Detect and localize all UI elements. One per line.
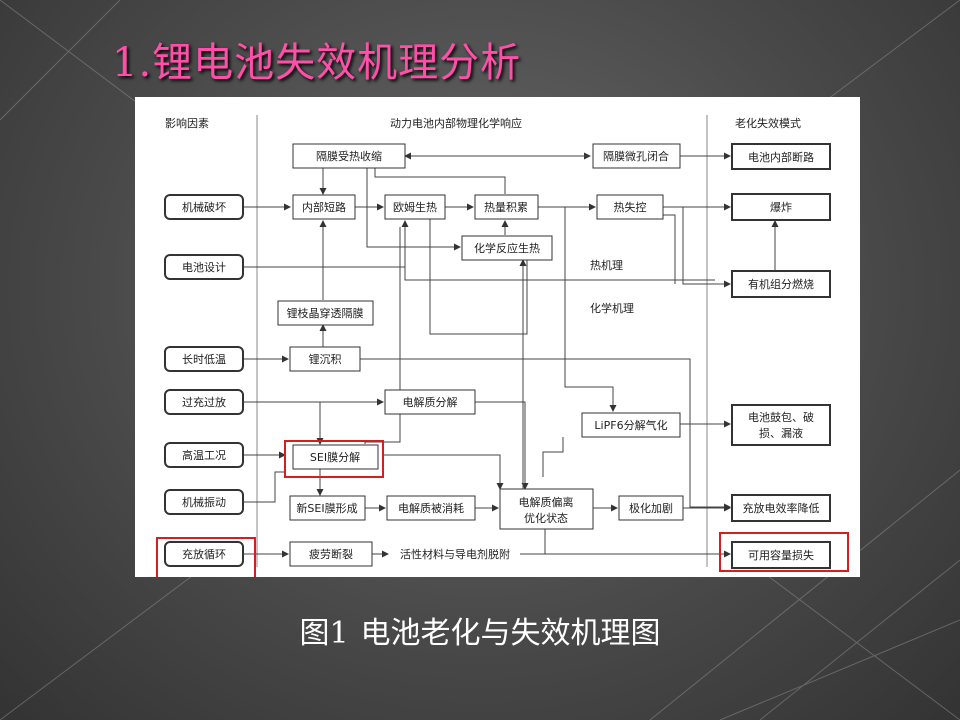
node-dendrite: 锂枝晶穿透隔膜 — [277, 300, 374, 326]
svg-text:可用容量损失: 可用容量损失 — [748, 548, 814, 562]
svg-text:热量积累: 热量积累 — [484, 201, 528, 214]
mode-explosion: 爆炸 — [731, 193, 831, 221]
factor-low-temp: 长时低温 — [164, 346, 244, 372]
mode-efficiency: 充放电效率降低 — [731, 494, 831, 522]
svg-text:锂沉积: 锂沉积 — [309, 352, 342, 366]
region-chemical: 化学机理 — [590, 301, 634, 315]
node-lipf6: LiPF6分解气化 — [581, 412, 681, 438]
factor-cycling: 充放循环 — [164, 541, 244, 567]
svg-text:电池内部断路: 电池内部断路 — [748, 150, 814, 164]
svg-text:有机组分燃烧: 有机组分燃烧 — [748, 277, 814, 291]
node-ohm: 欧姆生热 — [384, 194, 446, 220]
svg-text:隔膜微孔闭合: 隔膜微孔闭合 — [603, 149, 669, 163]
svg-text:化学反应生热: 化学反应生热 — [474, 241, 540, 255]
svg-text:机械振动: 机械振动 — [182, 495, 226, 509]
svg-text:机械破坏: 机械破坏 — [182, 200, 226, 214]
figure-caption: 图1 电池老化与失效机理图 — [0, 608, 960, 652]
failure-mechanism-diagram: 影响因素 动力电池内部物理化学响应 老化失效模式 热机理 化学机理 — [135, 97, 860, 577]
factor-mech-damage: 机械破坏 — [164, 194, 244, 220]
svg-text:电池设计: 电池设计 — [182, 261, 226, 274]
caption-text: 电池老化与失效机理图 — [360, 616, 661, 651]
svg-text:高温工况: 高温工况 — [182, 448, 226, 462]
node-sei-decomp: SEI膜分解 — [292, 444, 379, 470]
region-thermal: 热机理 — [590, 258, 623, 272]
node-sep-close: 隔膜微孔闭合 — [592, 143, 681, 169]
svg-text:LiPF6分解气化: LiPF6分解气化 — [594, 418, 667, 432]
node-elec-decomp: 电解质分解 — [384, 389, 476, 415]
svg-text:内部短路: 内部短路 — [302, 200, 346, 214]
highlight-sei — [284, 440, 384, 478]
highlight-capacity — [719, 532, 849, 572]
node-li-plating: 锂沉积 — [289, 346, 361, 372]
svg-text:优化状态: 优化状态 — [524, 511, 568, 525]
factor-overcharge: 过充过放 — [164, 389, 244, 415]
svg-text:隔膜受热收缩: 隔膜受热收缩 — [316, 149, 382, 163]
node-fatigue: 疲劳断裂 — [289, 541, 373, 567]
svg-text:电解质被消耗: 电解质被消耗 — [398, 501, 464, 515]
svg-text:SEI膜分解: SEI膜分解 — [310, 450, 360, 464]
factor-design: 电池设计 — [164, 254, 244, 280]
node-heat-acc: 热量积累 — [474, 194, 539, 220]
svg-text:过充过放: 过充过放 — [182, 395, 226, 409]
factor-high-temp: 高温工况 — [164, 442, 244, 468]
svg-text:活性材料与导电剂脱附: 活性材料与导电剂脱附 — [400, 547, 510, 561]
header-factors: 影响因素 — [165, 117, 209, 130]
svg-text:新SEI膜形成: 新SEI膜形成 — [296, 501, 357, 515]
svg-text:长时低温: 长时低温 — [182, 353, 226, 366]
svg-text:电解质分解: 电解质分解 — [403, 395, 458, 409]
node-chem-heat: 化学反应生热 — [461, 235, 553, 261]
caption-number: 图1 — [299, 616, 349, 651]
node-short: 内部短路 — [292, 194, 356, 220]
slide-title: 1.锂电池失效机理分析 — [112, 40, 522, 86]
svg-text:热失控: 热失控 — [614, 200, 647, 214]
svg-text:欧姆生热: 欧姆生热 — [393, 200, 437, 214]
svg-text:充放循环: 充放循环 — [182, 547, 226, 561]
node-runaway: 热失控 — [596, 194, 664, 220]
node-elec-consume: 电解质被消耗 — [386, 495, 476, 521]
highlight-cycling — [156, 537, 256, 577]
svg-text:疲劳断裂: 疲劳断裂 — [309, 547, 353, 561]
svg-text:电池鼓包、破: 电池鼓包、破 — [748, 410, 814, 424]
mode-capacity: 可用容量损失 — [731, 541, 831, 569]
svg-text:损、漏液: 损、漏液 — [759, 426, 803, 440]
node-sep-shrink: 隔膜受热收缩 — [292, 143, 406, 169]
node-detach: 活性材料与导电剂脱附 — [400, 547, 510, 561]
svg-text:极化加剧: 极化加剧 — [629, 501, 673, 515]
node-elec-deviation: 电解质偏离 优化状态 — [499, 488, 594, 530]
svg-text:锂枝晶穿透隔膜: 锂枝晶穿透隔膜 — [287, 306, 364, 320]
header-response: 动力电池内部物理化学响应 — [390, 116, 522, 130]
svg-text:爆炸: 爆炸 — [770, 200, 792, 214]
mode-internal-open: 电池内部断路 — [731, 143, 831, 170]
factor-vibration: 机械振动 — [164, 489, 244, 515]
node-polarize: 极化加剧 — [618, 495, 684, 521]
mode-swelling: 电池鼓包、破 损、漏液 — [731, 404, 831, 446]
svg-text:充放电效率降低: 充放电效率降低 — [743, 501, 820, 515]
header-modes: 老化失效模式 — [735, 116, 801, 130]
node-new-sei: 新SEI膜形成 — [289, 495, 366, 521]
mode-combustion: 有机组分燃烧 — [731, 270, 831, 298]
svg-text:电解质偏离: 电解质偏离 — [519, 495, 574, 509]
